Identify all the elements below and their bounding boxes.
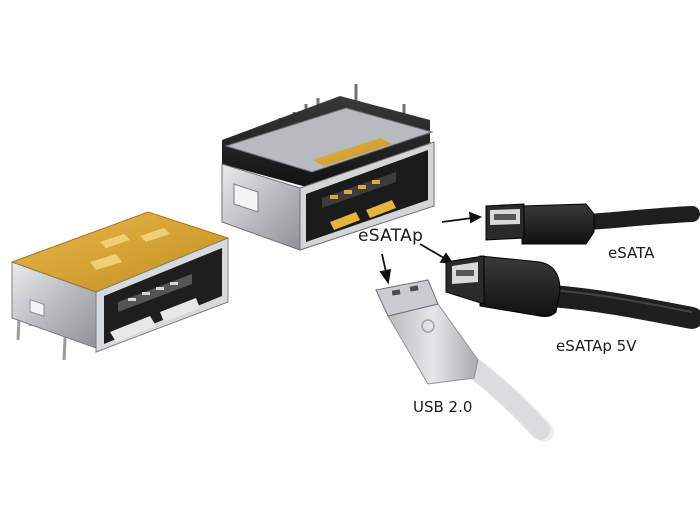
esatap-5v-cable [445, 255, 700, 329]
usb-2-label: USB 2.0 [413, 398, 473, 416]
arrow-to-esata [441, 211, 483, 224]
esata-label: eSATA [608, 244, 655, 262]
left-esatap-port-connector [10, 211, 230, 361]
arrows [379, 211, 483, 285]
usb-2-cable [375, 279, 554, 442]
esata-cable [485, 203, 700, 245]
center-esatap-port-connector [221, 84, 435, 251]
esatap-label: eSATAp [358, 226, 424, 246]
arrow-to-usb [379, 253, 392, 285]
arrow-to-esatap-5v [419, 243, 454, 265]
esatap-5v-label: eSATAp 5V [556, 337, 637, 355]
